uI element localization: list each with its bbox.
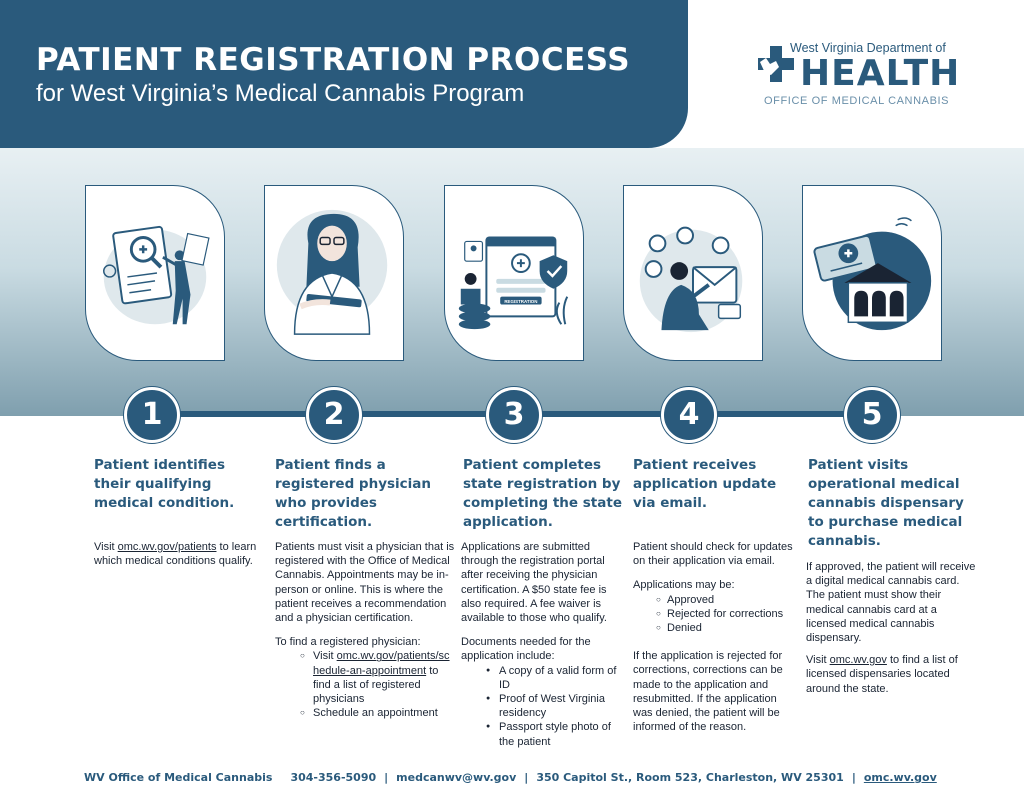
step-5-paragraph: If approved, the patient will receive a … xyxy=(806,561,976,645)
header-band xyxy=(0,0,688,148)
cross-state-icon xyxy=(758,46,794,82)
list-item: Passport style photo of the patient xyxy=(486,720,627,748)
step-3-column: Patient completes state registration by … xyxy=(463,456,623,532)
step-4-body: Patient should check for updates on thei… xyxy=(633,540,799,734)
bullet-text: Visit xyxy=(313,650,337,663)
step-2-card xyxy=(264,185,404,361)
step-3-list-intro: Documents needed for the application inc… xyxy=(461,636,591,663)
list-item: Rejected for corrections xyxy=(656,607,799,621)
step-4-card xyxy=(623,185,763,361)
step-3-body: Applications are submitted through the r… xyxy=(461,540,627,749)
step-5-column: Patient visits operational medical canna… xyxy=(808,456,978,551)
step-4-number: 4 xyxy=(661,387,717,443)
registration-portal-icon: REGISTRATION xyxy=(458,236,569,330)
omc-website-link[interactable]: omc.wv.gov xyxy=(829,654,887,667)
footer-website-link[interactable]: omc.wv.gov xyxy=(863,771,937,784)
step-2-number: 2 xyxy=(306,387,362,443)
dispensary-card-icon xyxy=(813,217,932,331)
list-item: Schedule an appointment xyxy=(300,706,455,720)
patients-link[interactable]: omc.wv.gov/patients xyxy=(117,541,217,553)
step-2-body: Patients must visit a physician that is … xyxy=(275,540,455,721)
list-item: A copy of a valid form of ID xyxy=(486,664,627,692)
logo-area xyxy=(696,0,1024,148)
step-5-body: If approved, the patient will receive a … xyxy=(806,560,978,696)
step-5-body-pre: Visit xyxy=(806,654,830,667)
footer-address: 350 Capitol St., Room 523, Charleston, W… xyxy=(536,771,844,784)
footer-separator: | xyxy=(851,771,856,784)
document-magnifier-icon xyxy=(103,225,210,325)
step-5-heading: Patient visits operational medical canna… xyxy=(808,457,964,549)
step-2-column: Patient finds a registered physician who… xyxy=(275,456,445,532)
footer-separator: | xyxy=(524,771,529,784)
list-item: Denied xyxy=(656,621,799,635)
step-2-paragraph: Patients must visit a physician that is … xyxy=(275,541,455,625)
step-4-list: Approved Rejected for corrections Denied xyxy=(633,593,799,636)
logo-top-text: West Virginia Department of xyxy=(790,41,946,55)
step-3-paragraph: Applications are submitted through the r… xyxy=(461,541,607,625)
step-4-paragraph: Patient should check for updates on thei… xyxy=(633,541,793,568)
step-3-list: A copy of a valid form of ID Proof of We… xyxy=(461,664,627,749)
footer-org: WV Office of Medical Cannabis xyxy=(84,771,273,784)
step-5-body-post: to find a list of licensed dispensaries … xyxy=(806,654,958,695)
logo-sub-text: OFFICE OF MEDICAL CANNABIS xyxy=(764,95,950,107)
step-5-number: 5 xyxy=(844,387,900,443)
step-3-card: REGISTRATION xyxy=(444,185,584,361)
step-4-list-intro: Applications may be: xyxy=(633,579,735,592)
step-5-card xyxy=(802,185,942,361)
footer: WV Office of Medical Cannabis 304-356-509… xyxy=(84,771,937,784)
list-item: Visit omc.wv.gov/patients/schedule-an-ap… xyxy=(300,649,455,706)
step-2-heading: Patient finds a registered physician who… xyxy=(275,457,432,530)
step-2-list: Visit omc.wv.gov/patients/schedule-an-ap… xyxy=(275,649,455,720)
step-1-body-post: to learn which medical conditions qualif… xyxy=(94,541,257,568)
page-title: PATIENT REGISTRATION PROCESS xyxy=(36,42,631,78)
step-1-body-pre: Visit xyxy=(94,541,118,553)
list-item: Proof of West Virginia residency xyxy=(486,692,627,720)
footer-email[interactable]: medcanwv@wv.gov xyxy=(396,771,517,784)
registration-illustration-label: REGISTRATION xyxy=(504,299,537,304)
page-subtitle: for West Virginia’s Medical Cannabis Pro… xyxy=(36,80,525,107)
step-4-heading: Patient receives application update via … xyxy=(633,457,777,511)
step-3-heading: Patient completes state registration by … xyxy=(463,457,622,530)
step-1-body: Visit omc.wv.gov/patients to learn which… xyxy=(94,540,262,568)
list-item: Approved xyxy=(656,593,799,607)
bullet-text: to find a list of registered physicians xyxy=(313,664,439,706)
step-1-column: Patient identifies their qualifying medi… xyxy=(94,456,256,513)
step-1-heading: Patient identifies their qualifying medi… xyxy=(94,457,235,511)
footer-separator: | xyxy=(384,771,389,784)
step-1-number: 1 xyxy=(124,387,180,443)
email-update-icon xyxy=(639,226,743,333)
physician-icon xyxy=(276,209,388,335)
schedule-appointment-link[interactable]: omc.wv.gov/patients/schedule-an-appointm… xyxy=(313,650,450,677)
step-2-list-intro: To find a registered physician: xyxy=(275,636,421,649)
step-3-number: 3 xyxy=(486,387,542,443)
step-4-column: Patient receives application update via … xyxy=(633,456,793,513)
footer-phone: 304-356-5090 xyxy=(290,771,377,784)
step-4-paragraph-2: If the application is rejected for corre… xyxy=(633,650,783,734)
logo-main-text: HEALTH xyxy=(800,53,961,94)
step-1-card xyxy=(85,185,225,361)
